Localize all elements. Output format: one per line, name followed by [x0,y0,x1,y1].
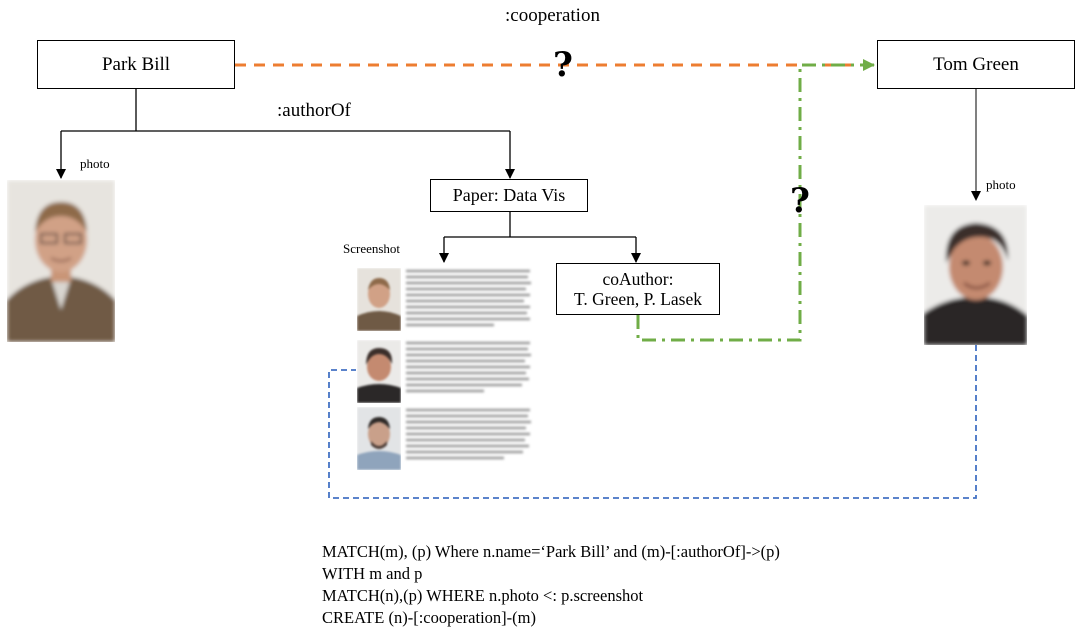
query-line-1: MATCH(m), (p) Where n.name=‘Park Bill’ a… [322,542,780,561]
edge-label-photo-right: photo [986,177,1016,192]
node-coauthor-title: coAuthor: [602,268,674,289]
cypher-query: MATCH(m), (p) Where n.name=‘Park Bill’ a… [322,541,780,629]
screenshot-thumb-2 [357,340,401,403]
node-tom-green-label: Tom Green [933,53,1019,75]
edge-label-cooperation: :cooperation [505,5,600,26]
park-bill-photo [7,180,115,342]
node-coauthor[interactable]: coAuthor: T. Green, P. Lasek [556,263,720,315]
tom-green-photo [924,205,1027,345]
edge-label-photo-left: photo [80,156,110,171]
screenshot-text-blocks [406,269,531,460]
screenshot-thumb-1 [357,268,401,331]
node-paper[interactable]: Paper: Data Vis [430,179,588,212]
question-mark-top: ? [553,45,573,85]
photo-match-edge [328,345,977,499]
query-line-4: CREATE (n)-[:cooperation]-(m) [322,608,536,627]
edge-label-screenshot: Screenshot [343,241,401,256]
edge-label-author-of: :authorOf [277,100,351,121]
node-coauthor-names: T. Green, P. Lasek [574,289,702,309]
node-park-bill[interactable]: Park Bill [37,40,235,89]
query-line-3: MATCH(n),(p) WHERE n.photo <: p.screensh… [322,586,644,605]
node-paper-label: Paper: Data Vis [452,185,566,206]
query-line-2: WITH m and p [322,564,423,583]
node-park-bill-label: Park Bill [101,53,171,75]
screenshot-thumb-3 [357,407,401,470]
question-mark-right: ? [790,181,810,221]
inference-edge [636,59,875,342]
node-tom-green[interactable]: Tom Green [877,40,1075,89]
